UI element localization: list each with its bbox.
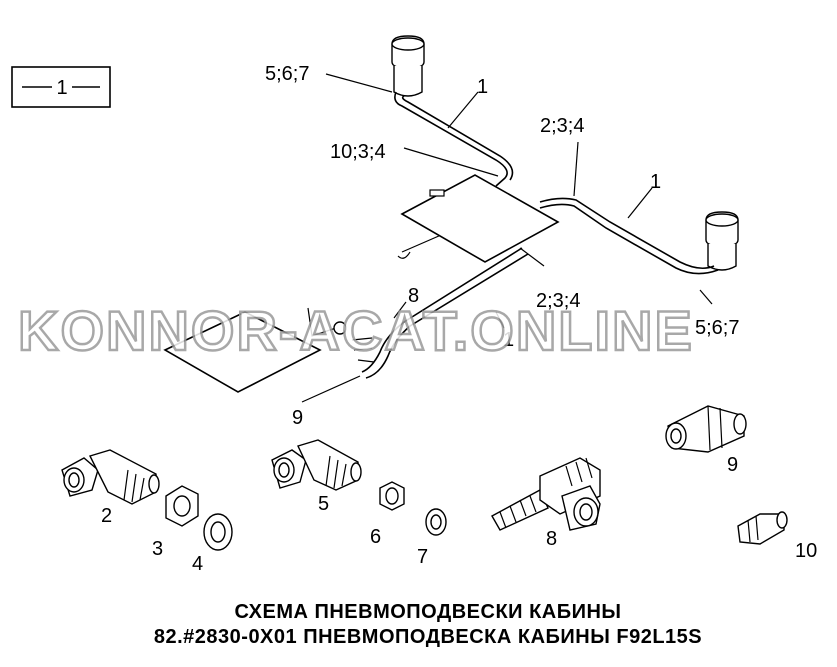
- upper-valve-plate: [400, 174, 560, 263]
- air-bellow-top-left: [391, 35, 425, 97]
- part-7-washer: [425, 508, 447, 536]
- part-label-7: 7: [417, 546, 428, 568]
- part-label-5: 5: [318, 493, 329, 515]
- part-4-washer: [203, 513, 233, 551]
- lower-valve-plate: [163, 307, 375, 393]
- part-label-6: 6: [370, 526, 381, 548]
- part-5-elbow-fitting: [271, 439, 362, 491]
- callout-labels: 5;6;7 1 2;3;4 10;3;4 1 2;3;4 5;6;7 8 1 9: [265, 63, 739, 429]
- callout-2-3-4-top: 2;3;4: [540, 115, 584, 137]
- part-2-elbow-fitting: [61, 449, 160, 505]
- legend-label: 1: [56, 77, 67, 99]
- callout-leaders: [301, 73, 713, 403]
- part-label-9: 9: [727, 454, 738, 476]
- part-9-straight-connector: [665, 405, 747, 453]
- diagram-title: СХЕМА ПНЕВМОПОДВЕСКИ КАБИНЫ 82.#2830-0X0…: [154, 601, 702, 648]
- title-line-1: СХЕМА ПНЕВМОПОДВЕСКИ КАБИНЫ: [234, 601, 621, 623]
- part-3-nut: [165, 485, 199, 527]
- part-label-8: 8: [546, 528, 557, 550]
- part-6-nut: [379, 481, 405, 511]
- title-line-2: 82.#2830-0X01 ПНЕВМОПОДВЕСКА КАБИНЫ F92L…: [154, 626, 702, 648]
- air-bellow-right: [705, 211, 739, 271]
- part-label-10: 10: [795, 540, 817, 562]
- part-8-tee-fitting: [491, 457, 601, 531]
- part-number-labels: 2 3 4 5 6 7 8 9 10: [101, 454, 817, 575]
- part-label-3: 3: [152, 538, 163, 560]
- callout-2-3-4-mid: 2;3;4: [536, 290, 580, 312]
- part-label-2: 2: [101, 505, 112, 527]
- callout-9-left: 9: [292, 407, 303, 429]
- part-label-4: 4: [192, 553, 203, 575]
- watermark: KONNOR-ACAT.ONLINE: [18, 299, 694, 362]
- callout-1-mid: 1: [503, 329, 514, 351]
- callout-1-right: 1: [650, 171, 661, 193]
- callout-8: 8: [408, 285, 419, 307]
- callout-1-top: 1: [477, 76, 488, 98]
- callout-5-6-7-top: 5;6;7: [265, 63, 309, 85]
- part-10-union: [737, 511, 788, 545]
- callout-5-6-7-right: 5;6;7: [695, 317, 739, 339]
- callout-10-3-4: 10;3;4: [330, 141, 386, 163]
- legend-box: 1: [11, 66, 111, 108]
- air-pipelines: [361, 91, 719, 379]
